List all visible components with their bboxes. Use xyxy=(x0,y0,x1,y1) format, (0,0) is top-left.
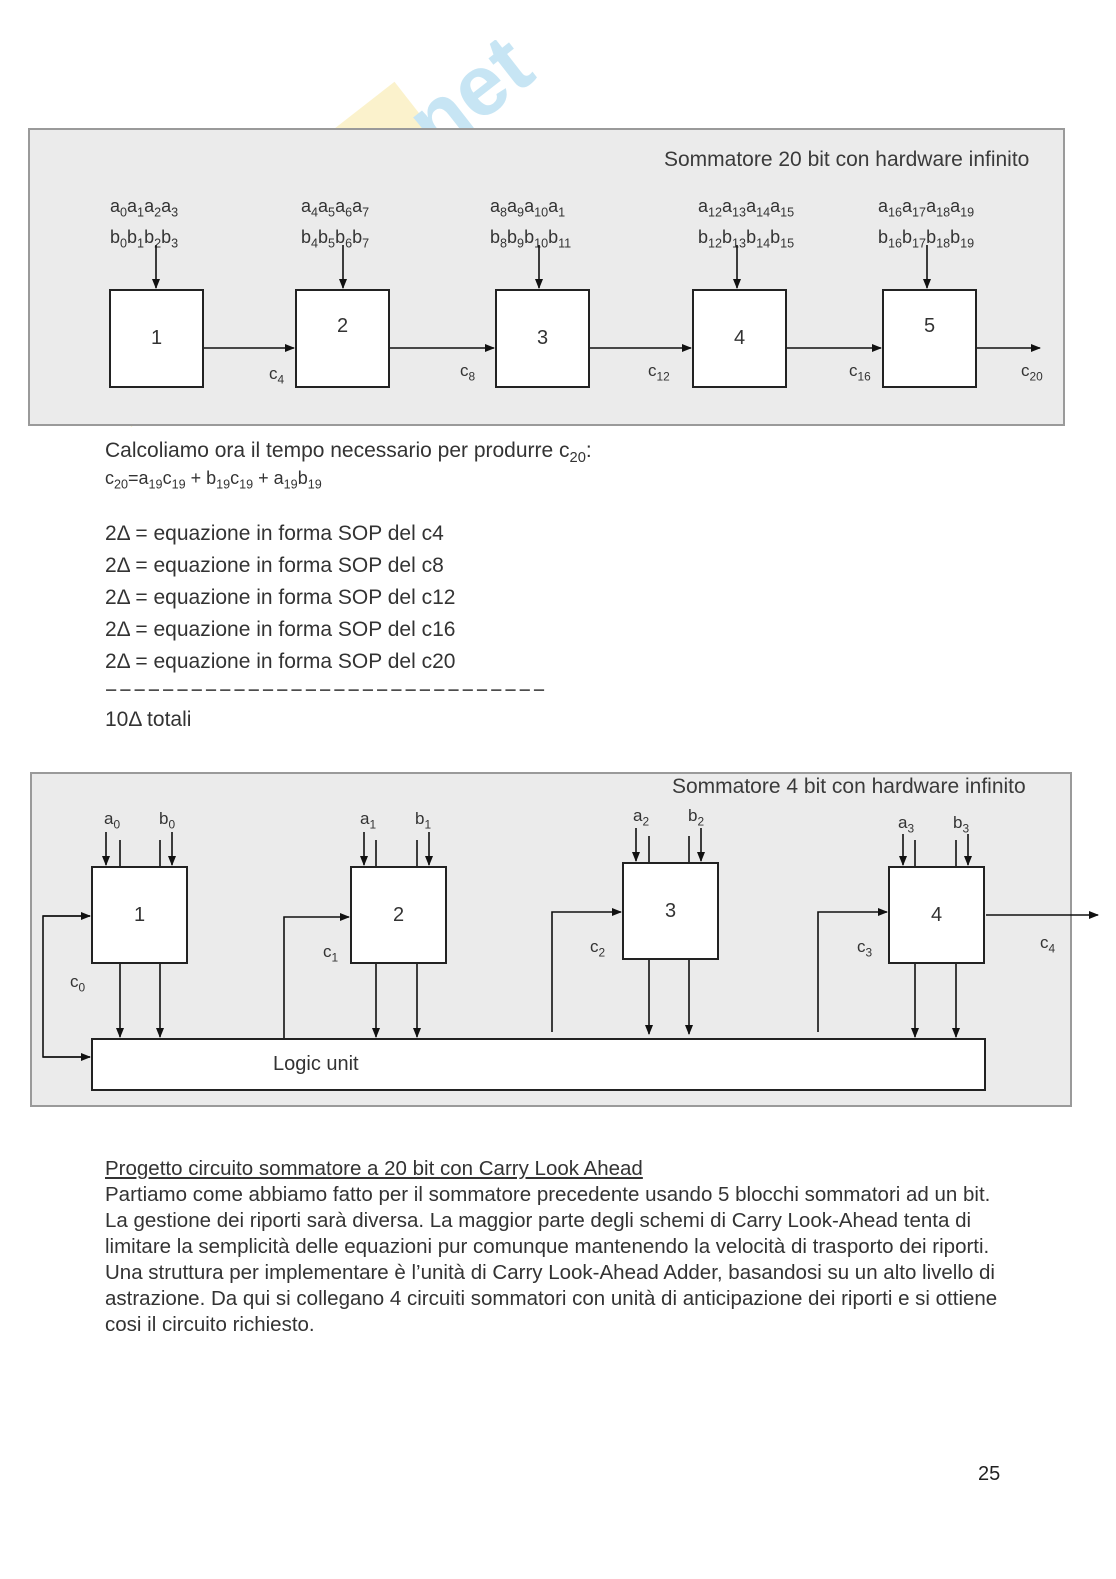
logic-unit-label: Logic unit xyxy=(273,1053,359,1075)
section-heading: Progetto circuito sommatore a 20 bit con… xyxy=(105,1157,643,1180)
input-b-bits: b12b13b14b15 xyxy=(698,226,795,251)
input-b-bits: b16b17b18b19 xyxy=(878,226,975,251)
block-label: 2 xyxy=(392,903,405,926)
block-label: 2 xyxy=(336,315,349,337)
section-body: Partiamo come abbiamo fatto per il somma… xyxy=(105,1183,998,1336)
block-label: 1 xyxy=(133,903,146,926)
fa-block-1: 1 xyxy=(91,866,188,964)
block-label: 5 xyxy=(923,315,936,337)
carry-wire-c3 xyxy=(817,908,888,1032)
calc-line-5: 2Δ = equazione in forma SOP del c20 xyxy=(105,650,456,673)
calc-intro: Calcoliamo ora il tempo necessario per p… xyxy=(105,439,592,467)
logic-unit: Logic unit xyxy=(91,1038,986,1091)
input-pair-2: a4a5a6a7 b4b5b6b7 xyxy=(301,194,369,255)
carry-wire-c2 xyxy=(551,908,622,1032)
adder-block-5: 5 xyxy=(882,289,977,388)
fa-block-2: 2 xyxy=(350,866,447,964)
carry-label-c2: c2 xyxy=(590,937,606,960)
carry-label-c8: c8 xyxy=(460,361,476,384)
input-b-bits: b4b5b6b7 xyxy=(301,226,370,251)
input-a-bits: a12a13a14a15 xyxy=(698,196,795,220)
page-number: 25 xyxy=(978,1463,1001,1485)
adder-block-4: 4 xyxy=(692,289,787,388)
carry-label-c12: c12 xyxy=(648,361,670,384)
input-pair-4: a12a13a14a15 b12b13b14b15 xyxy=(698,194,794,255)
input-a3: a3 xyxy=(898,813,915,836)
calc-line-1: 2Δ = equazione in forma SOP del c4 xyxy=(105,522,444,545)
input-b1: b1 xyxy=(415,809,432,832)
input-a2: a2 xyxy=(633,806,650,829)
calc-line-4: 2Δ = equazione in forma SOP del c16 xyxy=(105,618,456,641)
carry-label-c4-out: c4 xyxy=(1040,933,1056,956)
figure2-title: Sommatore 4 bit con hardware infinito xyxy=(672,775,1026,798)
input-b0: b0 xyxy=(159,809,176,832)
input-pair-1: a0a1a2a3 b0b1b2b3 xyxy=(110,194,178,255)
calc-line-3: 2Δ = equazione in forma SOP del c12 xyxy=(105,586,456,609)
fa-block-3: 3 xyxy=(622,862,719,960)
calc-total: 10Δ totali xyxy=(105,708,192,731)
carry-label-c3: c3 xyxy=(857,937,873,960)
input-a-bits: a16a17a18a19 xyxy=(878,196,975,220)
input-b-bits: b0b1b2b3 xyxy=(110,226,179,251)
section-text: Progetto circuito sommatore a 20 bit con… xyxy=(105,1156,1005,1338)
block-label: 4 xyxy=(733,327,746,349)
block-label: 1 xyxy=(150,327,163,349)
carry-label-c20: c20 xyxy=(1021,361,1043,384)
calc-line-2: 2Δ = equazione in forma SOP del c8 xyxy=(105,554,444,577)
carry-label-c4: c4 xyxy=(269,364,285,387)
input-b3: b3 xyxy=(953,813,970,836)
input-a-bits: a4a5a6a7 xyxy=(301,196,370,220)
input-a-bits: a0a1a2a3 xyxy=(110,196,179,220)
input-b-bits: b8b9b10b11 xyxy=(490,226,572,251)
calc-separator: −−−−−−−−−−−−−−−−−−−−−−−−−−−−−−− xyxy=(105,679,548,702)
fa-block-4: 4 xyxy=(888,866,985,964)
carry-label-c16: c16 xyxy=(849,361,871,384)
block-label: 3 xyxy=(664,899,677,922)
adder-block-2: 2 xyxy=(295,289,390,388)
calc-formula: c20=a19c19 + b19c19 + a19b19 xyxy=(105,468,322,492)
input-b2: b2 xyxy=(688,806,705,829)
carry-wire-c1 xyxy=(283,913,350,1038)
input-pair-5: a16a17a18a19 b16b17b18b19 xyxy=(878,194,974,255)
carry-label-c1: c1 xyxy=(323,942,339,965)
carry-label-c0: c0 xyxy=(70,972,86,995)
input-a1: a1 xyxy=(360,809,377,832)
figure1-title: Sommatore 20 bit con hardware infinito xyxy=(664,148,1030,171)
input-a0: a0 xyxy=(104,809,121,832)
input-a-bits: a8a9a10a1 xyxy=(490,196,566,220)
adder-block-1: 1 xyxy=(109,289,204,388)
carry-wire-c0 xyxy=(42,915,90,1058)
block-label: 4 xyxy=(930,903,943,926)
block-label: 3 xyxy=(536,327,549,349)
adder-block-3: 3 xyxy=(495,289,590,388)
input-pair-3: a8a9a10a1 b8b9b10b11 xyxy=(490,194,571,255)
